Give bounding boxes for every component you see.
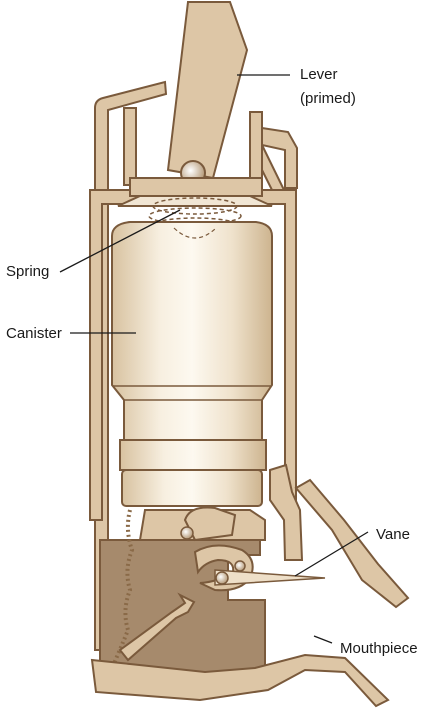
right-arm (269, 463, 410, 609)
label-lever: Lever (300, 66, 338, 83)
lever (166, 1, 249, 186)
label-canister: Canister (6, 325, 62, 342)
label-spring: Spring (6, 263, 49, 280)
labels: Lever (primed) Spring Canister Vane Mout… (6, 66, 418, 657)
label-mouthpiece: Mouthpiece (340, 640, 418, 657)
mouthpiece-leader (313, 635, 333, 644)
canister (111, 221, 273, 507)
leader-lines (59, 74, 369, 644)
vane (193, 544, 326, 592)
vane-leader (294, 531, 369, 577)
label-lever-primed: (primed) (300, 90, 356, 107)
release-chain (110, 509, 196, 669)
spring-leader (59, 209, 181, 273)
mouthpiece (90, 653, 390, 708)
label-vane: Vane (376, 526, 410, 543)
